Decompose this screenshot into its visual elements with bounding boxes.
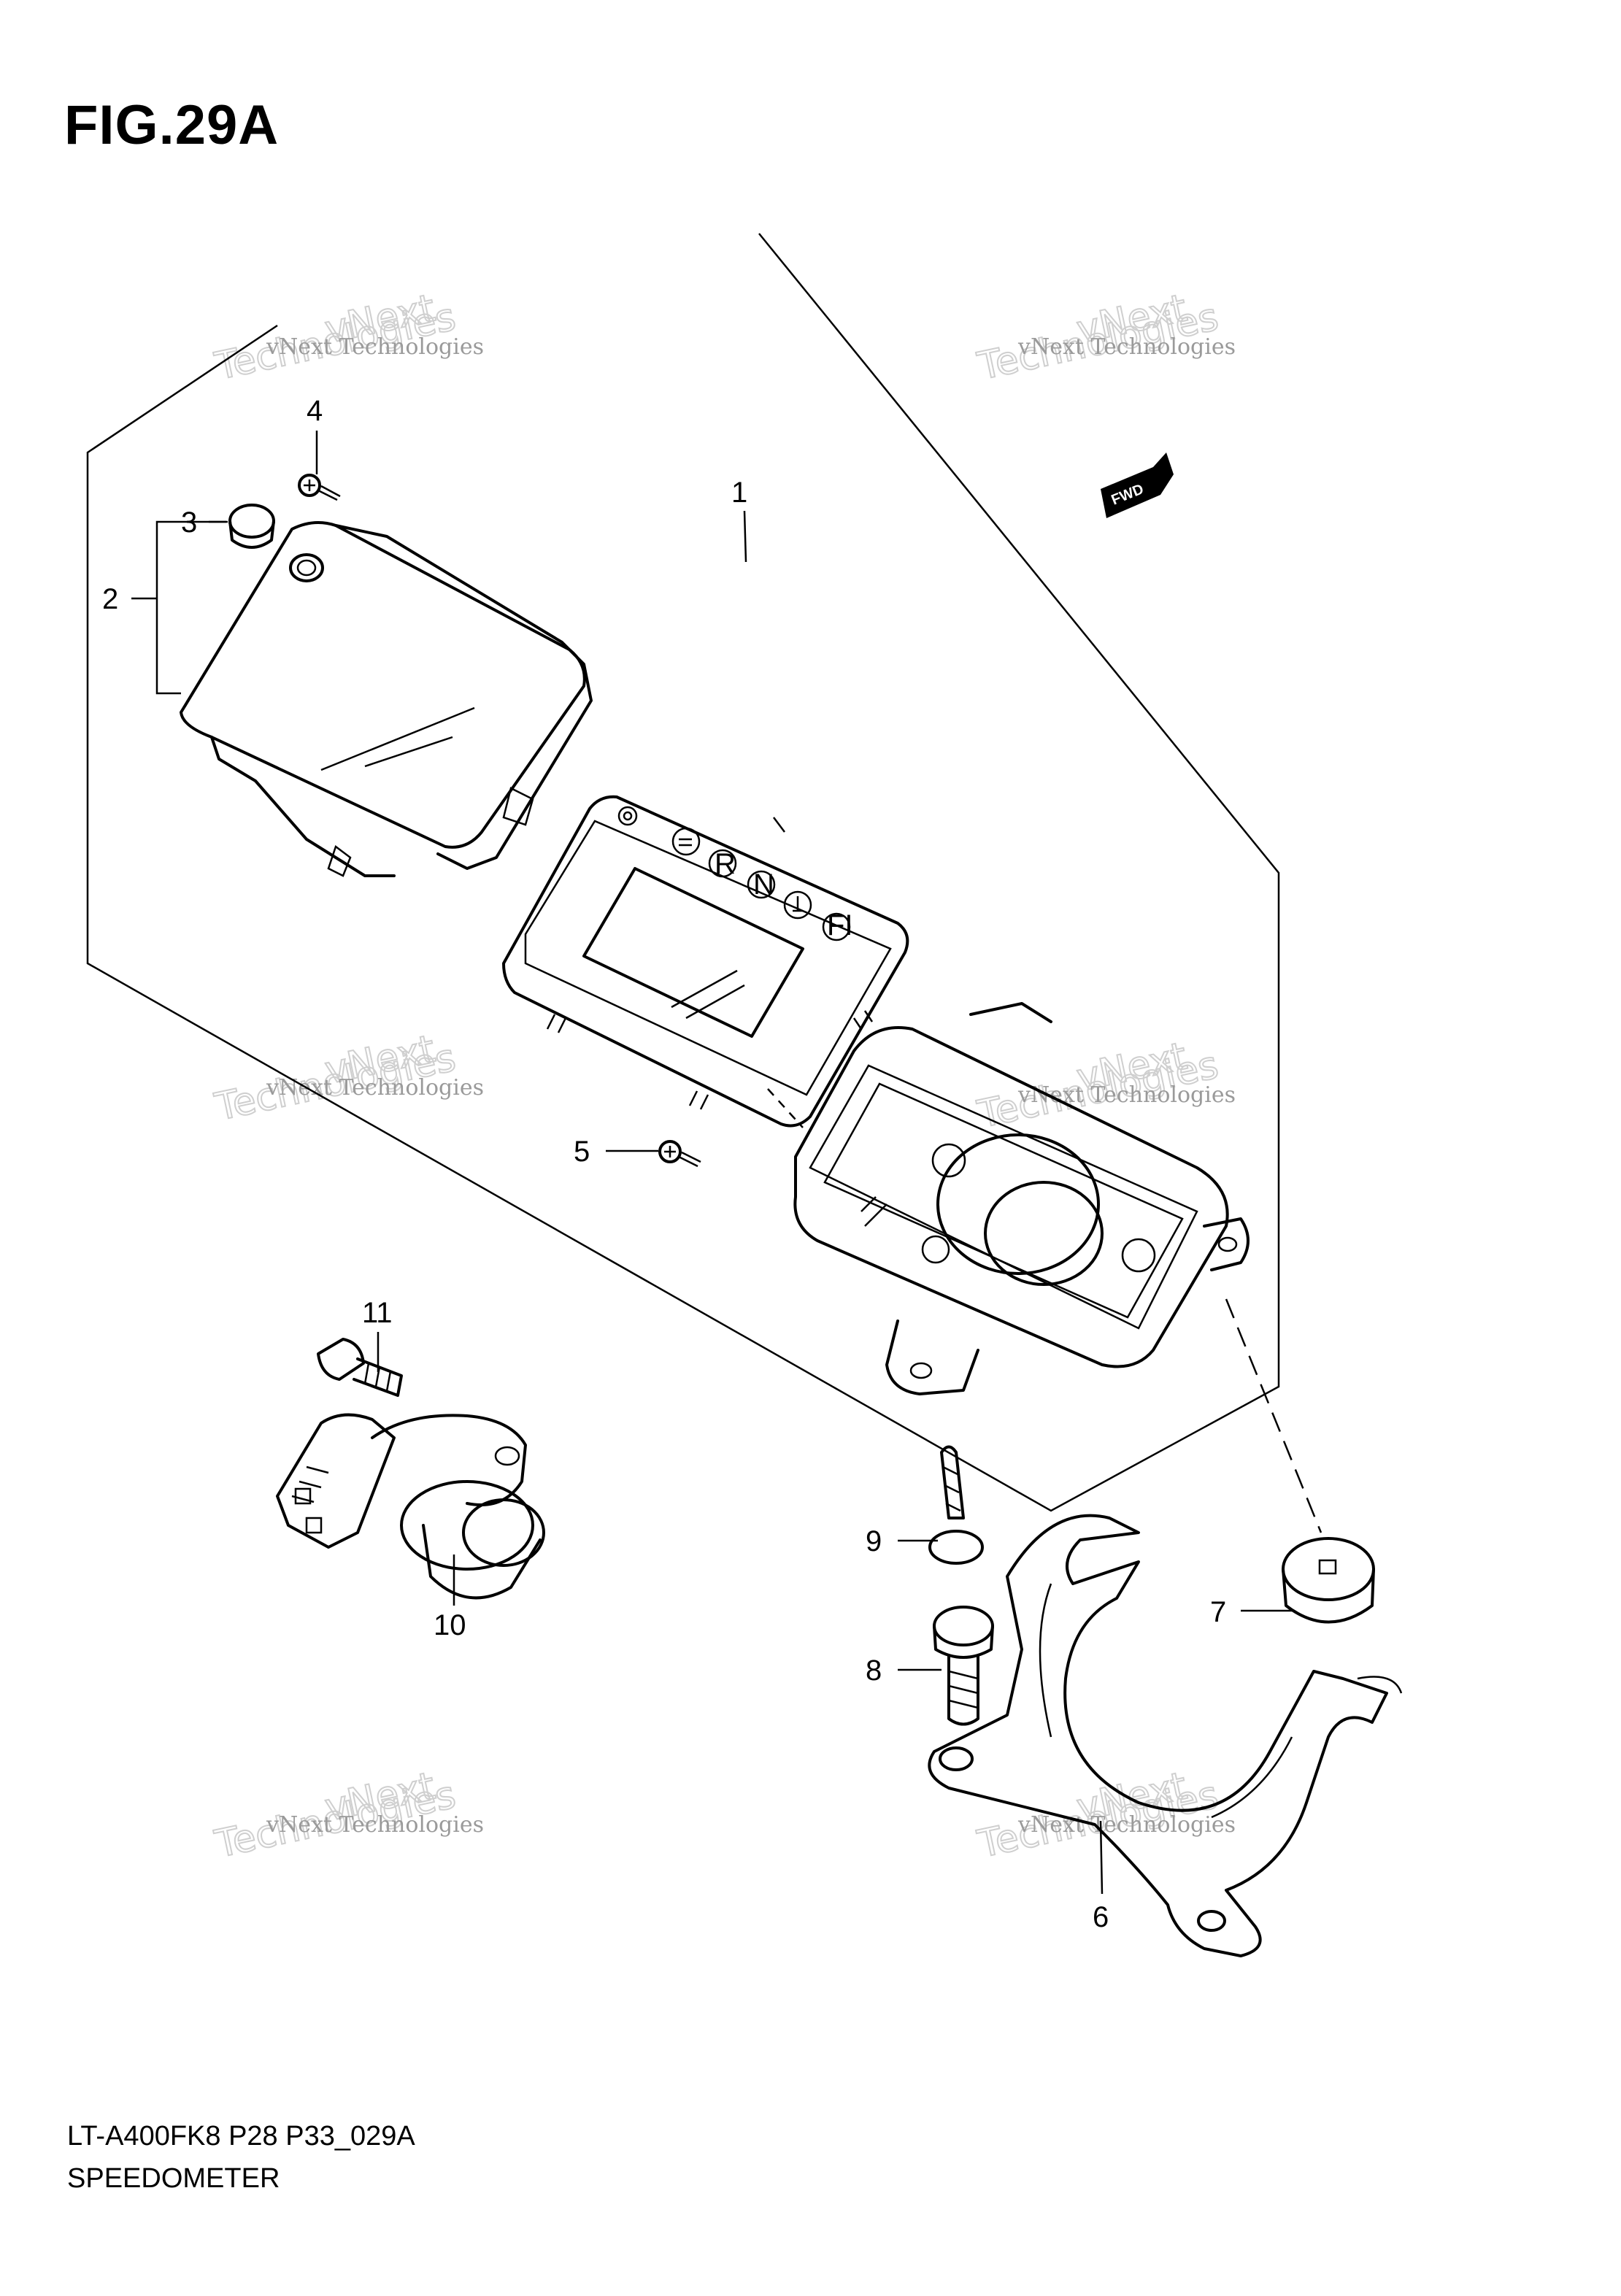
screw-top bbox=[298, 474, 341, 501]
grommet bbox=[1282, 1537, 1375, 1624]
callout-2: 2 bbox=[102, 583, 118, 615]
fwd-badge: FWD bbox=[1101, 452, 1174, 518]
svg-text:vNext Technologies: vNext Technologies bbox=[266, 1075, 484, 1101]
callout-5: 5 bbox=[574, 1136, 590, 1168]
sensor-bolt bbox=[317, 1338, 403, 1397]
cap-part bbox=[228, 504, 275, 549]
svg-text:N: N bbox=[753, 868, 774, 901]
svg-text:vNext Technologies: vNext Technologies bbox=[266, 334, 484, 360]
svg-text:R: R bbox=[715, 848, 736, 880]
callout-6: 6 bbox=[1093, 1901, 1109, 1933]
watermark-top-left: Technologies vNext vNext Technologies bbox=[210, 285, 484, 389]
watermark-bottom-right: Technologies vNext vNext Technologies bbox=[973, 1763, 1236, 1867]
callout-4: 4 bbox=[307, 395, 323, 427]
model-code: LT-A400FK8 P28 P33_029A bbox=[67, 2121, 415, 2151]
section-name: SPEEDOMETER bbox=[67, 2163, 280, 2194]
callout-3: 3 bbox=[181, 506, 197, 539]
svg-text:vNext Technologies: vNext Technologies bbox=[1017, 334, 1236, 360]
screw-mid bbox=[658, 1140, 701, 1168]
svg-text:FI: FI bbox=[827, 909, 853, 941]
callout-10: 10 bbox=[434, 1609, 466, 1641]
bolt bbox=[933, 1606, 994, 1726]
callout-9: 9 bbox=[866, 1525, 882, 1557]
bracket bbox=[928, 1514, 1403, 1957]
indicator-lamps: R N FI bbox=[671, 827, 853, 941]
speed-sensor bbox=[276, 1413, 545, 1600]
callout-11: 11 bbox=[362, 1297, 393, 1329]
svg-text:vNext Technologies: vNext Technologies bbox=[266, 1812, 484, 1838]
meter-cover bbox=[180, 521, 593, 877]
callout-1: 1 bbox=[731, 477, 747, 509]
watermark-bottom-left: Technologies vNext vNext Technologies bbox=[210, 1763, 484, 1867]
callout-labels: 1 2 3 4 5 6 7 8 9 10 11 bbox=[102, 395, 1226, 1933]
callout-7: 7 bbox=[1210, 1596, 1226, 1628]
svg-text:vNext Technologies: vNext Technologies bbox=[1017, 1082, 1236, 1108]
watermark-mid-left: Technologies vNext vNext Technologies bbox=[210, 1026, 484, 1130]
callout-8: 8 bbox=[866, 1654, 882, 1687]
meter-lower-case bbox=[793, 1002, 1250, 1395]
figure-title: FIG.29A bbox=[64, 94, 280, 156]
meter-display-panel: R N FI bbox=[502, 795, 909, 1128]
tapping-screw bbox=[928, 1445, 984, 1565]
svg-text:vNext Technologies: vNext Technologies bbox=[1017, 1812, 1236, 1838]
watermark-top-right: Technologies vNext vNext Technologies bbox=[973, 285, 1236, 389]
leader-lines bbox=[131, 431, 1292, 1895]
assembly-outline bbox=[86, 233, 1280, 1512]
figure-footer: LT-A400FK8 P28 P33_029A SPEEDOMETER bbox=[67, 2115, 415, 2200]
